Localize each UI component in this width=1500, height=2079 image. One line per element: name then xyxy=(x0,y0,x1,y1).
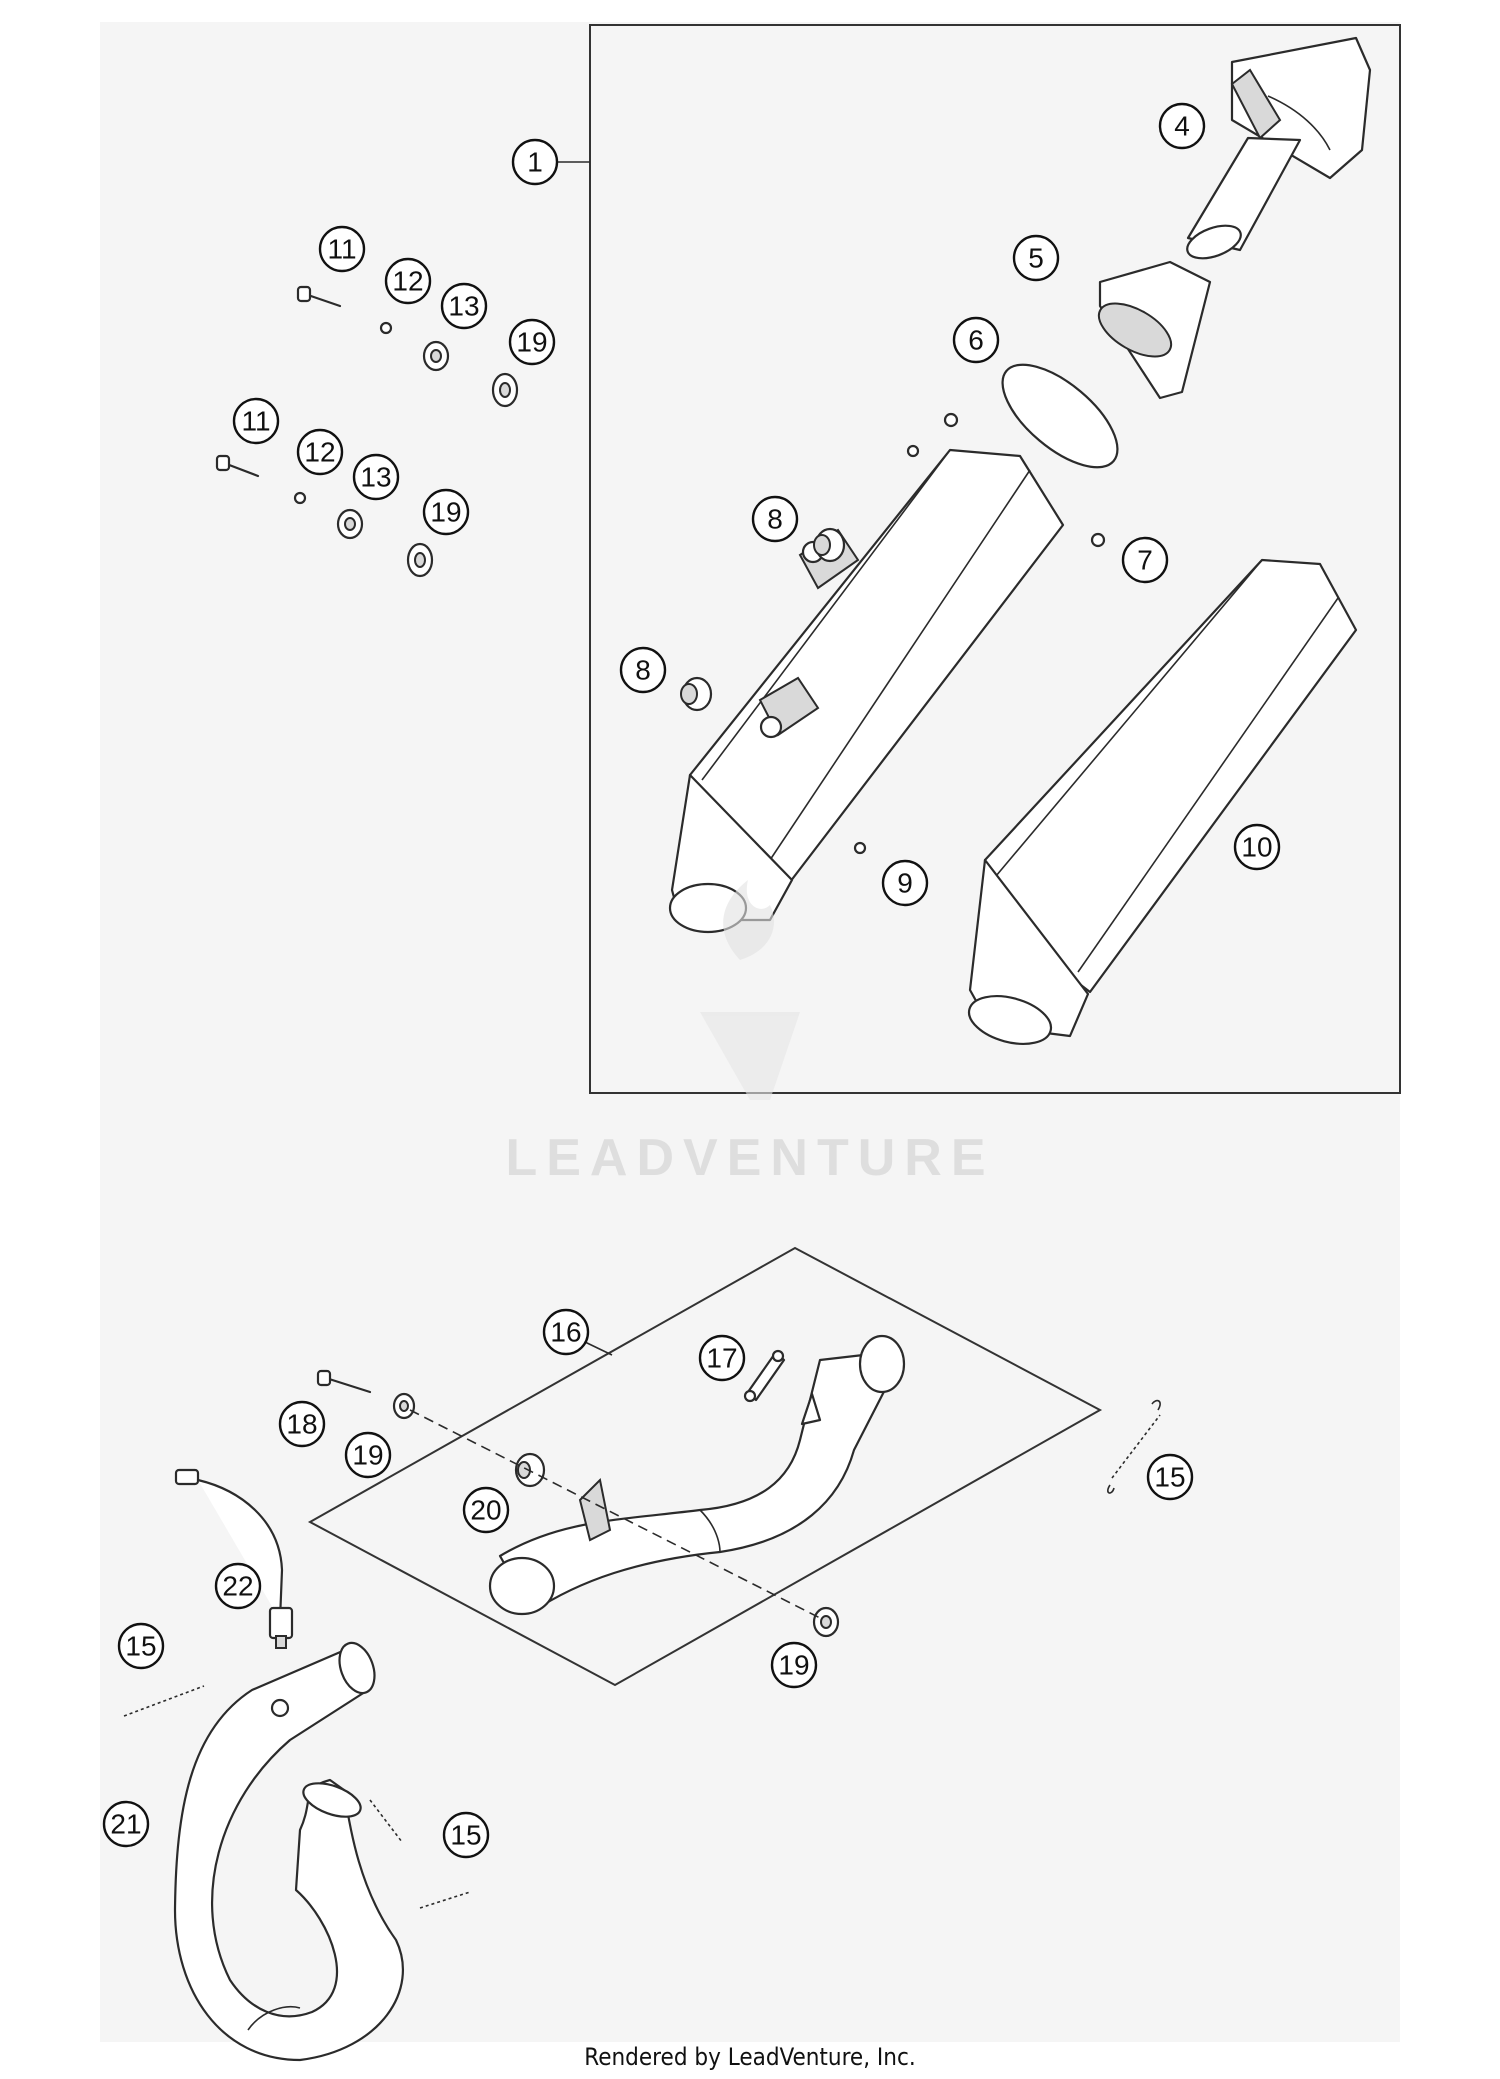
inner-cone-part xyxy=(1097,260,1212,400)
silencer-body-part xyxy=(668,448,1065,934)
svg-text:10: 10 xyxy=(1241,832,1272,863)
callout-20: 20 xyxy=(462,1486,510,1534)
svg-text:17: 17 xyxy=(706,1343,737,1374)
spring-parts xyxy=(123,1399,1161,1909)
svg-text:19: 19 xyxy=(430,497,461,528)
svg-text:20: 20 xyxy=(470,1495,501,1526)
svg-text:16: 16 xyxy=(550,1317,581,1348)
svg-text:8: 8 xyxy=(767,504,783,535)
callout-4: 4 xyxy=(1158,102,1206,150)
callout-16: 16 xyxy=(542,1308,590,1356)
callout-5: 5 xyxy=(1012,234,1060,282)
screw-parts xyxy=(853,412,1106,855)
callout-8-upper: 8 xyxy=(751,495,799,543)
svg-text:9: 9 xyxy=(897,868,913,899)
callout-7: 7 xyxy=(1121,536,1169,584)
svg-text:22: 22 xyxy=(222,1571,253,1602)
callout-19-upper: 19 xyxy=(508,318,556,366)
callout-13-lower: 13 xyxy=(352,453,400,501)
svg-text:13: 13 xyxy=(360,462,391,493)
svg-text:19: 19 xyxy=(352,1440,383,1471)
callout-6: 6 xyxy=(952,316,1000,364)
callout-12-lower: 12 xyxy=(296,428,344,476)
svg-text:11: 11 xyxy=(327,234,356,265)
svg-text:19: 19 xyxy=(778,1650,809,1681)
callout-15-right: 15 xyxy=(1146,1453,1194,1501)
gasket-ring-part xyxy=(1001,363,1119,469)
svg-text:21: 21 xyxy=(110,1809,141,1840)
svg-text:8: 8 xyxy=(635,655,651,686)
svg-text:4: 4 xyxy=(1174,111,1190,142)
svg-text:6: 6 xyxy=(968,325,984,356)
clamp-part xyxy=(743,1349,786,1403)
callout-10: 10 xyxy=(1233,823,1281,871)
callout-1: 1 xyxy=(511,138,559,186)
mounting-hardware-set-upper xyxy=(296,285,519,408)
callout-18: 18 xyxy=(278,1400,326,1448)
callout-19-header: 19 xyxy=(344,1431,392,1479)
front-pipe-part xyxy=(173,1641,405,2062)
svg-text:11: 11 xyxy=(241,406,270,437)
callout-19-right: 19 xyxy=(770,1641,818,1689)
muffler-group-frame xyxy=(589,24,1401,1094)
callout-15-left: 15 xyxy=(117,1622,165,1670)
callout-15-bottom: 15 xyxy=(442,1811,490,1859)
svg-text:19: 19 xyxy=(516,327,547,358)
svg-text:1: 1 xyxy=(527,147,543,178)
header-group-frame xyxy=(307,1246,1103,1687)
callout-9: 9 xyxy=(881,859,929,907)
callout-22: 22 xyxy=(214,1562,262,1610)
watermark-logo xyxy=(700,880,800,1100)
callout-19-lower: 19 xyxy=(422,488,470,536)
svg-text:15: 15 xyxy=(450,1820,481,1851)
silencer-sleeve-part xyxy=(967,558,1358,1045)
callout-17: 17 xyxy=(698,1334,746,1382)
svg-text:7: 7 xyxy=(1137,545,1153,576)
mounting-hardware-set-lower xyxy=(215,454,434,578)
watermark-text: LEADVENTURE xyxy=(505,1129,994,1187)
callout-11-upper: 11 xyxy=(318,225,366,273)
svg-text:12: 12 xyxy=(304,437,335,468)
header-mount-hardware xyxy=(316,1369,840,1638)
svg-text:15: 15 xyxy=(1154,1462,1185,1493)
svg-text:12: 12 xyxy=(392,266,423,297)
callout-8-lower: 8 xyxy=(619,646,667,694)
end-cap-part xyxy=(1186,36,1372,260)
svg-text:13: 13 xyxy=(448,291,479,322)
callout-12-upper: 12 xyxy=(384,257,432,305)
leader-16 xyxy=(584,1341,613,1356)
grommet-parts xyxy=(680,527,846,712)
svg-text:18: 18 xyxy=(286,1409,317,1440)
callout-11-lower: 11 xyxy=(232,397,280,445)
callout-21: 21 xyxy=(102,1800,150,1848)
svg-text:15: 15 xyxy=(125,1631,156,1662)
callout-13-upper: 13 xyxy=(440,282,488,330)
header-pipe-part xyxy=(488,1334,906,1616)
svg-text:5: 5 xyxy=(1028,243,1044,274)
footer-credit: Rendered by LeadVenture, Inc. xyxy=(584,2043,916,2071)
